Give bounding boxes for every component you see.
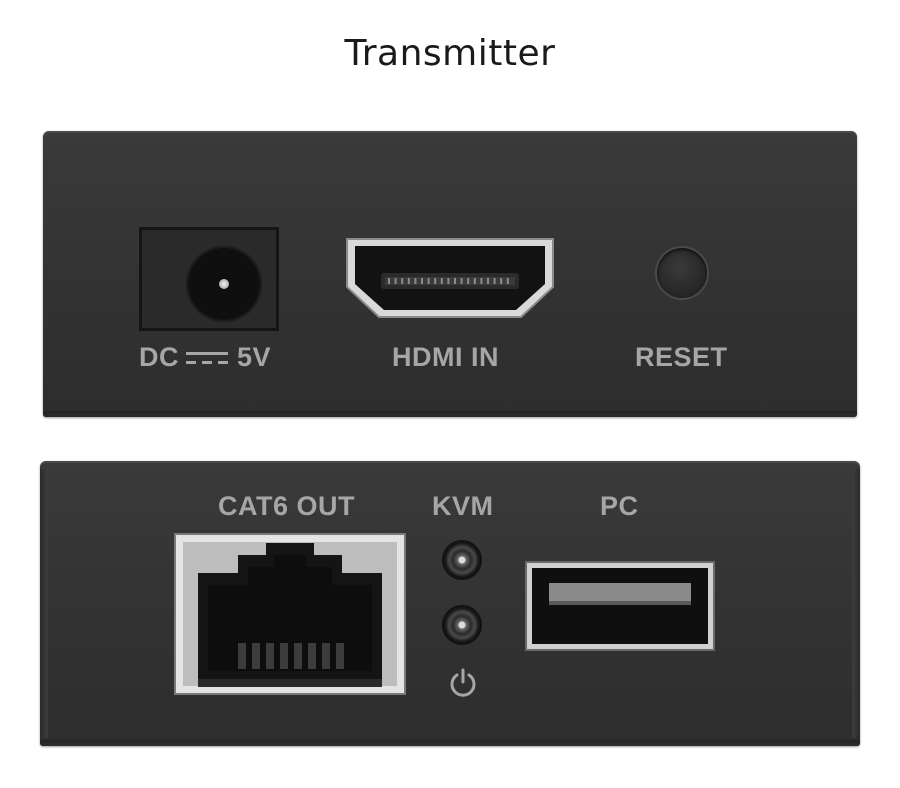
dc-symbol-icon bbox=[186, 352, 228, 364]
page-title: Transmitter bbox=[344, 33, 556, 74]
hdmi-in-label: HDMI IN bbox=[392, 342, 499, 372]
dc-jack-pin bbox=[219, 279, 229, 289]
cat6-out-port[interactable] bbox=[174, 533, 406, 695]
dc-power-jack[interactable] bbox=[139, 227, 279, 331]
kvm-label: KVM bbox=[432, 491, 494, 521]
pc-label: PC bbox=[600, 491, 639, 521]
panel-right-edge bbox=[852, 469, 860, 738]
cat6-out-label: CAT6 OUT bbox=[218, 491, 355, 521]
panel-bottom-lip bbox=[40, 740, 860, 746]
panel-bottom-lip bbox=[43, 411, 857, 417]
dc-label: DC bbox=[139, 342, 179, 372]
panel-left-edge bbox=[40, 469, 48, 738]
reset-button[interactable] bbox=[657, 248, 707, 298]
dc-voltage-label: 5V bbox=[237, 342, 272, 372]
power-led bbox=[444, 607, 480, 643]
dc-jack-socket bbox=[186, 246, 262, 322]
kvm-led bbox=[444, 542, 480, 578]
reset-label: RESET bbox=[635, 342, 728, 372]
hdmi-in-port[interactable] bbox=[343, 235, 557, 321]
pc-usb-port[interactable] bbox=[525, 561, 715, 651]
transmitter-bottom-panel: CAT6 OUT KVM PC bbox=[40, 461, 860, 746]
power-icon bbox=[450, 668, 476, 697]
transmitter-top-panel: DC 5V HDMI IN RESET bbox=[43, 131, 857, 417]
